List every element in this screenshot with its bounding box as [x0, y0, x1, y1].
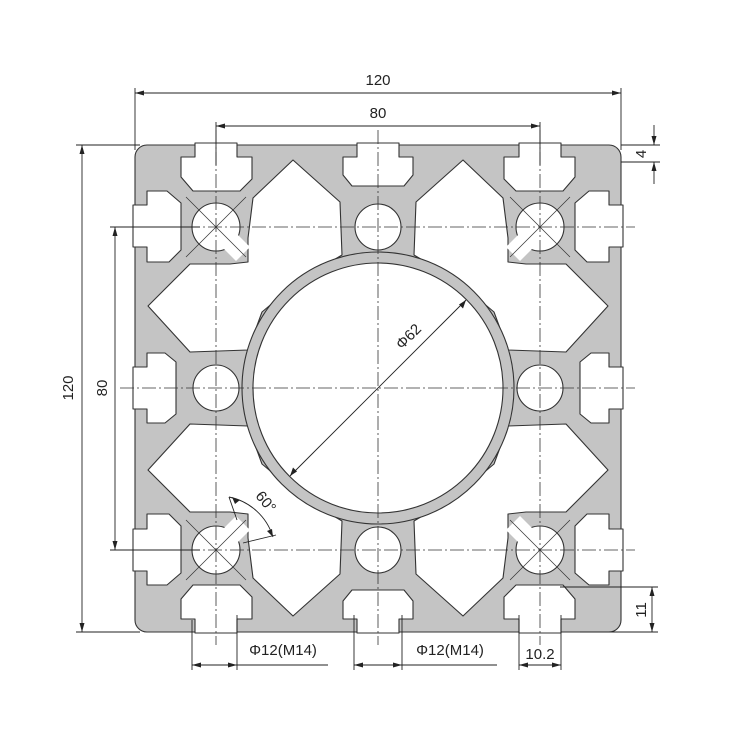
dim-bolt-spacing-vertical: 80 — [94, 380, 111, 397]
dim-core-hole-left: Φ12(M14) — [249, 642, 317, 659]
dim-slot-depth: 11 — [633, 602, 650, 618]
dim-bolt-spacing-horizontal: 80 — [370, 105, 387, 122]
center-lines — [120, 130, 635, 645]
dim-overall-width: 120 — [365, 72, 390, 89]
dim-lip-thickness: 4 — [633, 150, 650, 158]
dim-slot-width: 10.2 — [525, 646, 554, 663]
dim-core-hole-right: Φ12(M14) — [416, 642, 484, 659]
dim-overall-height: 120 — [60, 375, 77, 400]
